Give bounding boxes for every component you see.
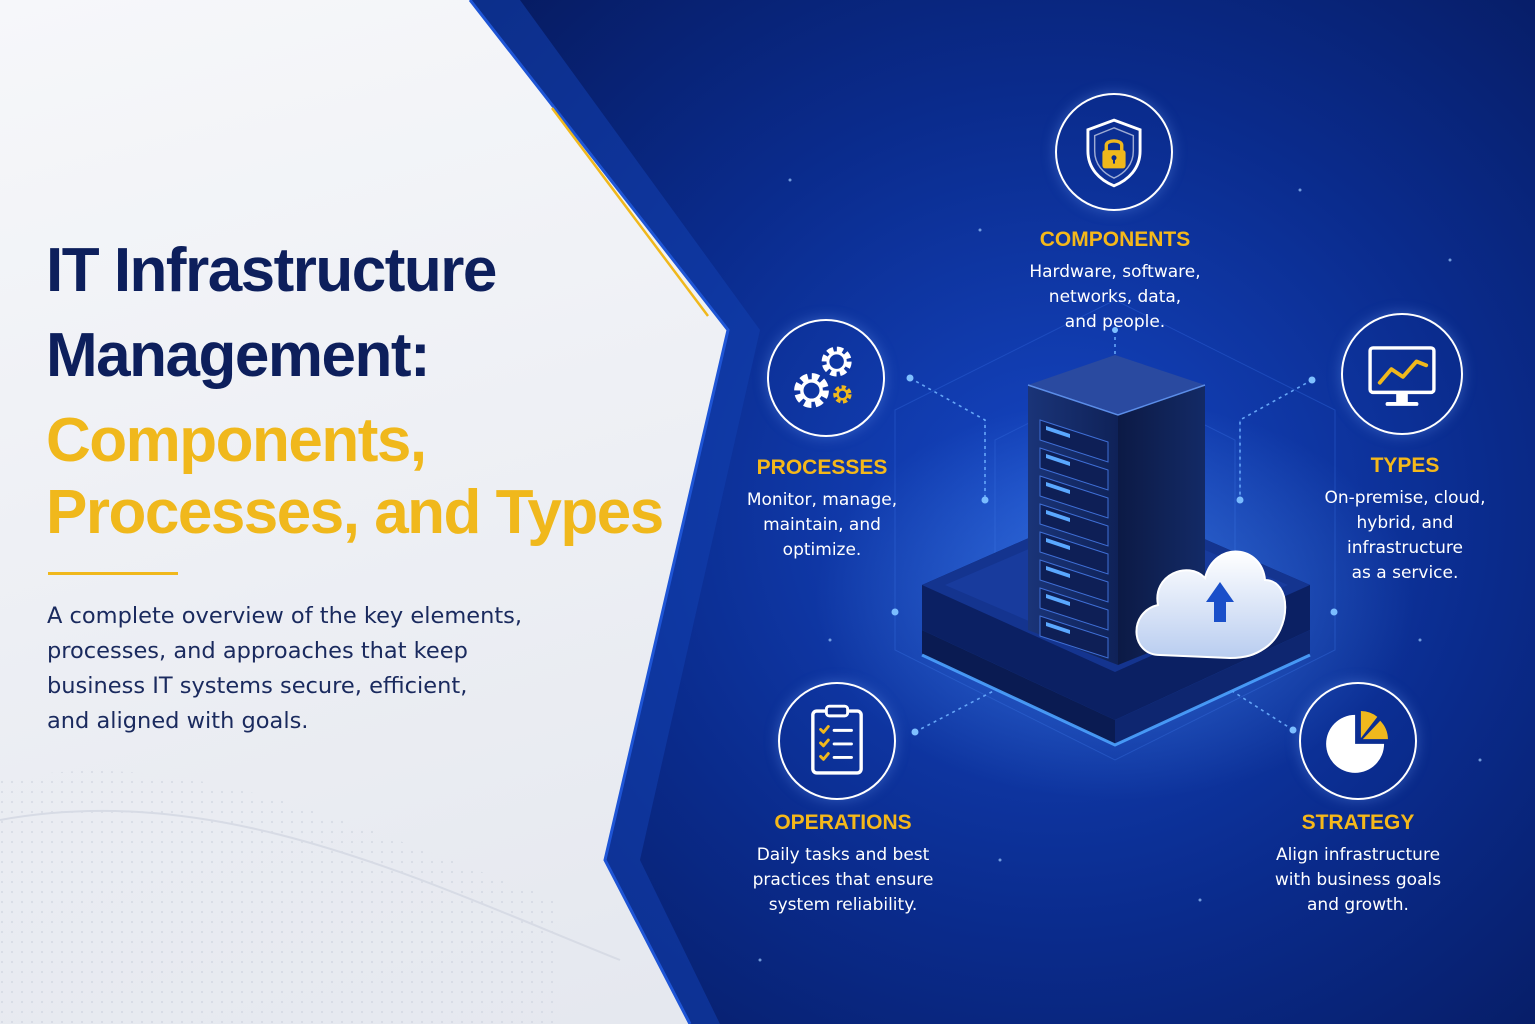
node-strategy-line-3: and growth. [1307,895,1409,915]
node-strategy-title: STRATEGY [1301,811,1415,834]
rack-slot-light [1046,510,1070,522]
node-strategy-line-2: with business goals [1274,870,1442,890]
title-line-3: Components, [46,406,427,475]
title-line-1: IT Infrastructure [46,236,497,305]
node-processes-line-1: Monitor, manage, [746,490,898,510]
shield-lock-icon [1055,93,1173,211]
rack-slot-light [1046,482,1070,494]
node-operations-line-2: practices that ensure [752,870,934,890]
title-divider [48,572,178,575]
title-line-2: Management: [46,321,431,390]
rack-slot-light [1046,426,1070,438]
node-operations: OPERATIONS Daily tasks and best practice… [703,812,983,918]
rack-slot-light [1046,538,1070,550]
rack-slot-light [1046,454,1070,466]
node-processes: PROCESSES Monitor, manage, maintain, and… [682,457,962,563]
subtitle-line-1: A complete overview of the key elements, [47,603,523,629]
node-processes-line-3: optimize. [782,540,862,560]
title-line-4: Processes, and Types [46,478,664,547]
node-operations-title: OPERATIONS [774,811,912,834]
node-components-line-2: networks, data, [1048,287,1182,307]
cloud-upload-icon [1135,550,1287,660]
node-components-line-3: and people. [1064,312,1166,332]
node-types-title: TYPES [1370,454,1440,477]
clipboard-checklist-icon [778,682,896,800]
node-types-line-2: hybrid, and [1356,513,1454,533]
node-operations-line-3: system reliability. [768,895,918,915]
node-types-line-1: On-premise, cloud, [1324,488,1486,508]
node-processes-line-2: maintain, and [763,515,881,535]
rack-slot-light [1046,594,1070,606]
subtitle-line-3: business IT systems secure, efficient, [47,673,468,699]
gears-icon [767,319,885,437]
monitor-chart-icon [1341,313,1463,435]
pie-chart-icon [1299,682,1417,800]
node-strategy-line-1: Align infrastructure [1275,845,1441,865]
node-processes-title: PROCESSES [756,456,888,479]
node-operations-line-1: Daily tasks and best [756,845,930,865]
rack-slot-light [1046,622,1070,634]
node-components: COMPONENTS Hardware, software, networks,… [975,229,1255,335]
subtitle-line-2: processes, and approaches that keep [47,638,468,664]
rack-slot-light [1046,566,1070,578]
node-components-title: COMPONENTS [1039,228,1191,251]
node-strategy: STRATEGY Align infrastructure with busin… [1218,812,1498,918]
node-types-line-4: as a service. [1351,563,1459,583]
node-components-line-1: Hardware, software, [1029,262,1201,282]
node-types-line-3: infrastructure [1346,538,1464,558]
node-types: TYPES On-premise, cloud, hybrid, and inf… [1265,455,1535,586]
subtitle-line-4: and aligned with goals. [47,708,309,734]
